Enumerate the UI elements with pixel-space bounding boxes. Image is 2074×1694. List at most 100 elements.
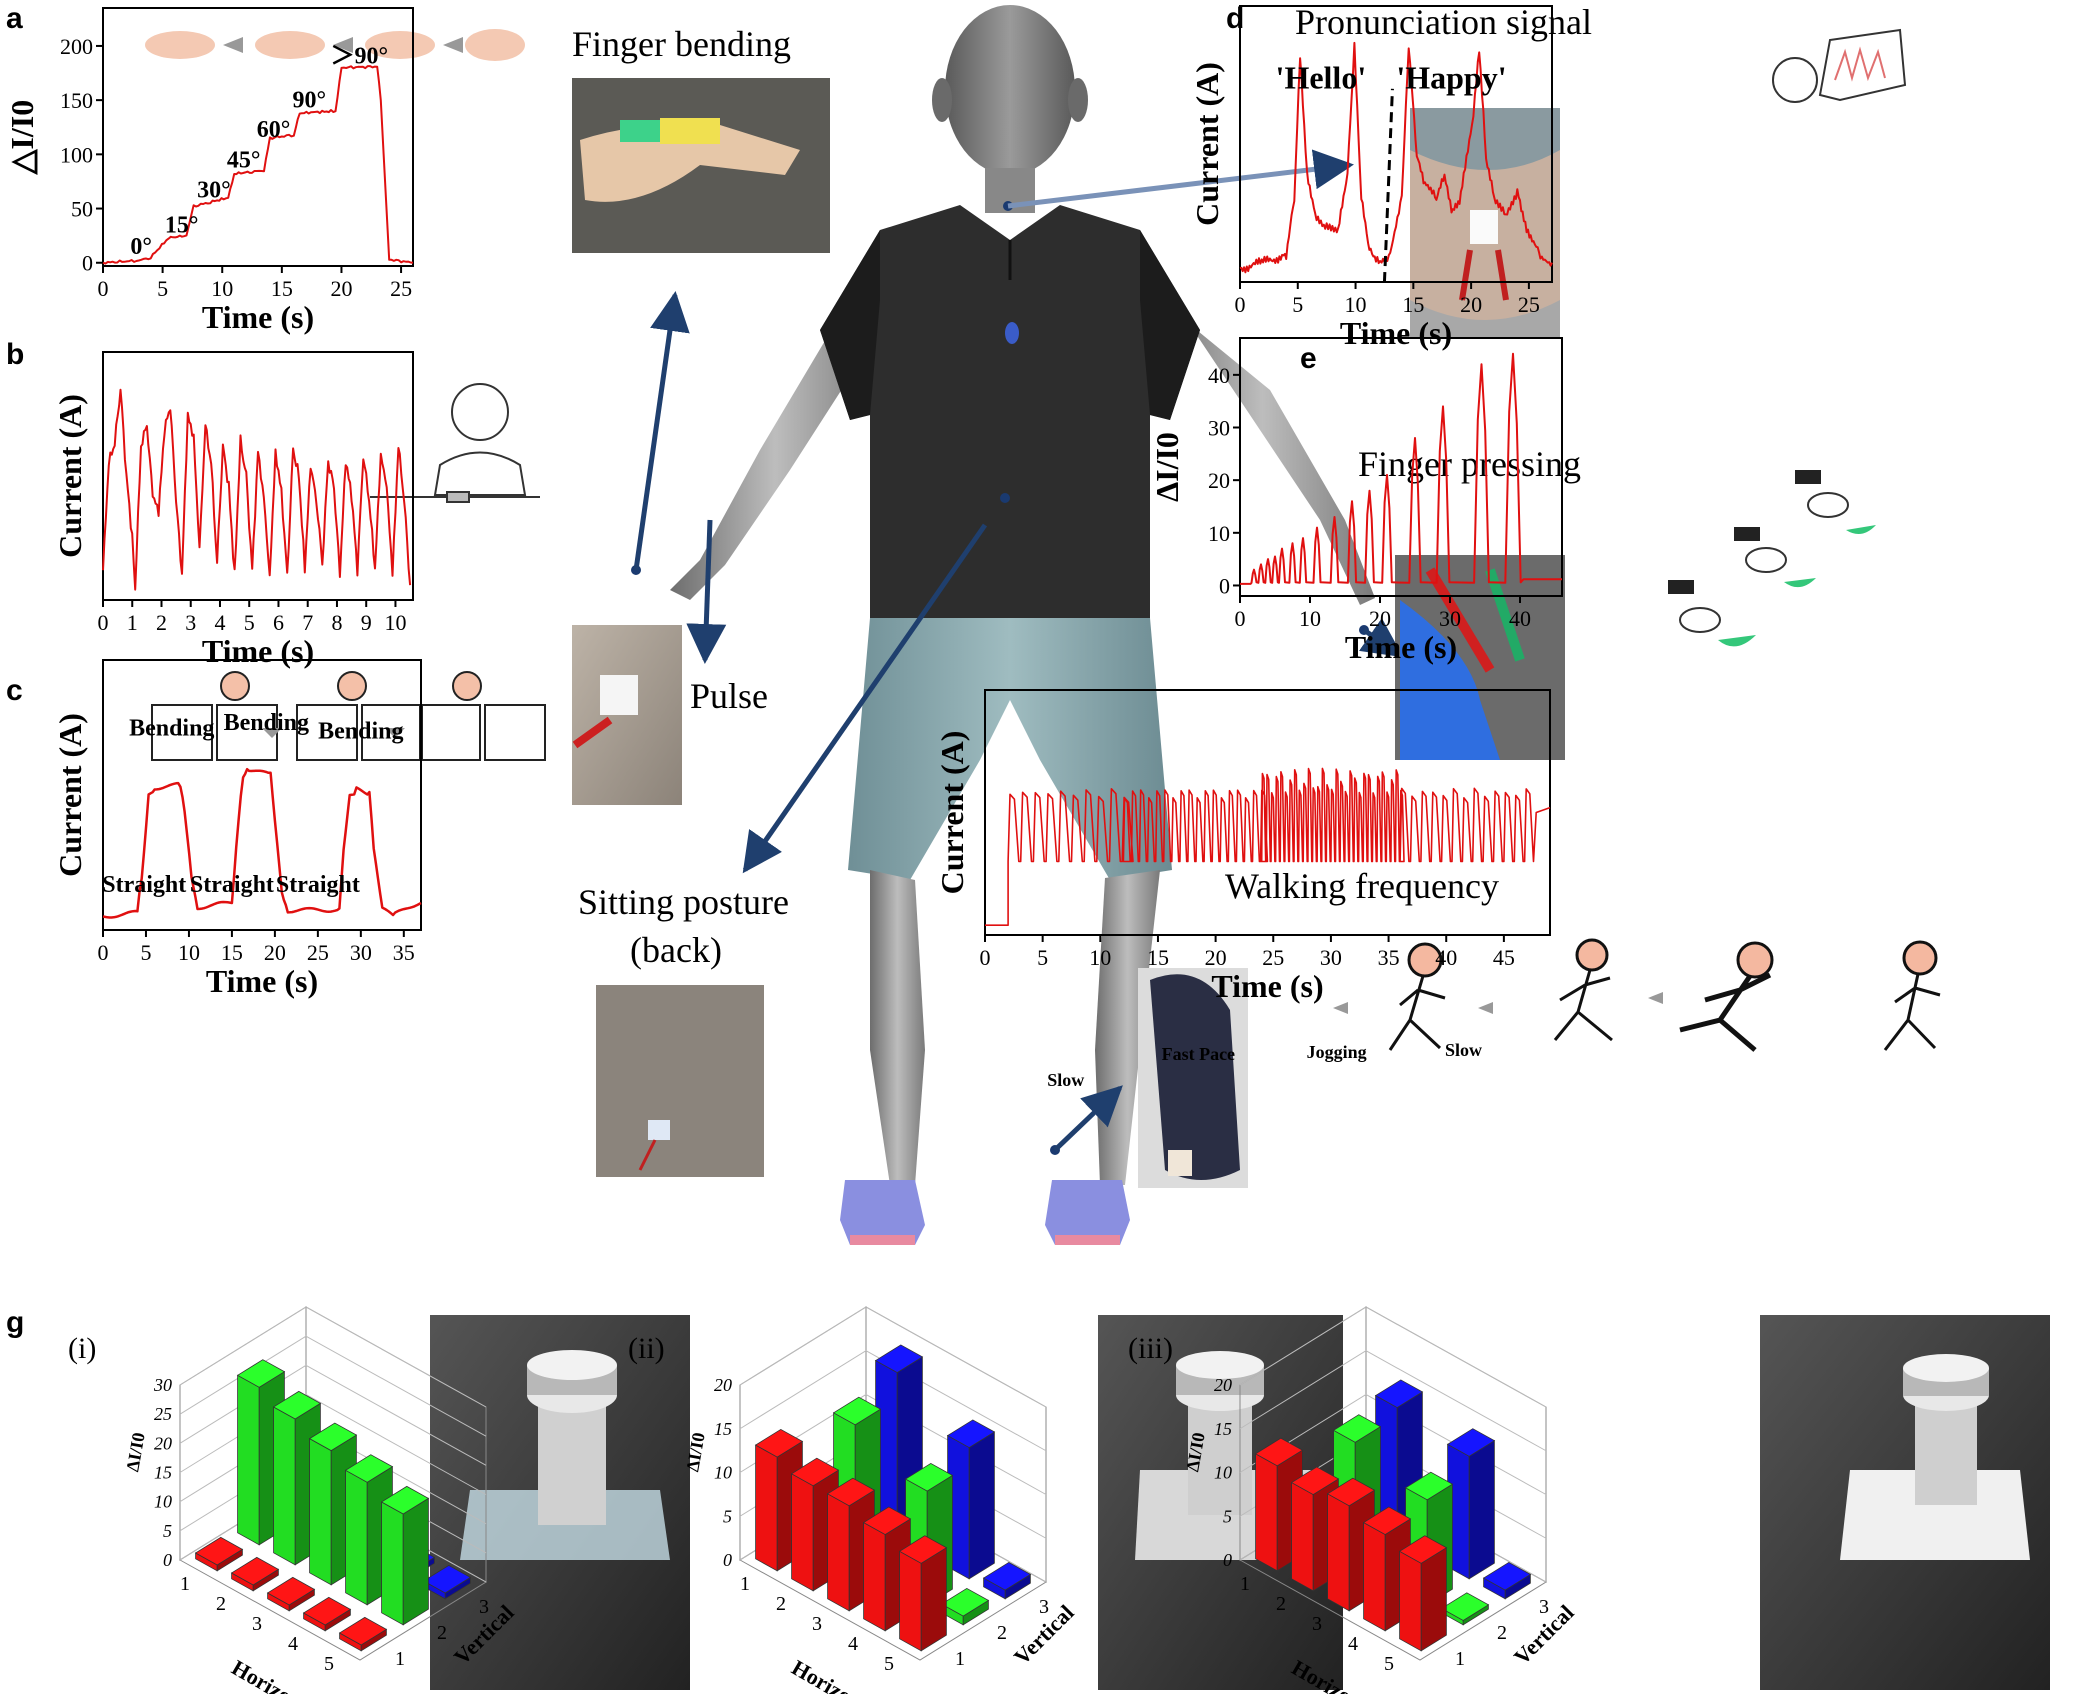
bar-front-red [791, 1473, 814, 1592]
z-axis-label: ΔI/I0 [122, 1431, 149, 1473]
panel-letter-e: e [1300, 342, 1317, 375]
y-axis-label: Current (A) [934, 731, 970, 895]
x-tick-label: 10 [384, 610, 406, 635]
z-tick-label: 0 [163, 1550, 172, 1570]
x-tick-label: 5 [244, 610, 255, 635]
x-tick-label: 6 [273, 610, 284, 635]
bar-side-red [1420, 1546, 1447, 1652]
caption-finger-bending: Finger bending [572, 24, 791, 64]
z-tick-label: 15 [1214, 1419, 1232, 1439]
subpanel-title: (ii) [628, 1332, 665, 1365]
x-tick-label: 0 [98, 610, 109, 635]
x-tick-label: 3 [185, 610, 196, 635]
plot-frame [1239, 337, 1563, 597]
horizontal-axis-label: Horizontal [788, 1655, 888, 1694]
y-axis-label: Current (A) [52, 713, 88, 877]
z-grid-line [739, 1350, 1047, 1452]
x-tick-label: 20 [1205, 945, 1227, 970]
z-grid-line [1239, 1306, 1547, 1408]
horizontal-tick-label: 5 [1384, 1653, 1394, 1675]
horizontal-tick-label: 1 [740, 1573, 750, 1595]
horizontal-tick-label: 5 [884, 1653, 894, 1675]
photos [430, 78, 2050, 1690]
horizontal-tick-label: 4 [1348, 1633, 1358, 1655]
horizontal-tick-label: 2 [216, 1593, 226, 1615]
horizontal-tick-label: 4 [848, 1633, 858, 1655]
x-tick-label: 8 [331, 610, 342, 635]
panel-letter-g: g [6, 1306, 24, 1339]
horizontal-tick-label: 3 [812, 1613, 822, 1635]
caption-sitting-1: Sitting posture [578, 882, 789, 922]
x-axis-label: Time (s) [1211, 968, 1323, 1004]
x-tick-label: 15 [1402, 292, 1424, 317]
bar-top-blue [1482, 1561, 1532, 1591]
bar-side-blue [968, 1431, 995, 1580]
subpanel-title: (iii) [1128, 1332, 1173, 1365]
angle-label: 0° [130, 234, 152, 260]
y-tick-label: 40 [1208, 363, 1230, 388]
bar-front-red [1363, 1521, 1386, 1632]
x-tick-label: 30 [1320, 945, 1342, 970]
bar-top-blue [1446, 1428, 1496, 1457]
bar-top-green [832, 1396, 882, 1426]
bar-top-green [272, 1390, 322, 1420]
y-tick-label: 30 [1208, 416, 1230, 441]
bar-front-green [309, 1437, 332, 1586]
angle-label: 90° [292, 88, 326, 114]
angle-label: 15° [165, 212, 199, 238]
z-tick-label: 5 [163, 1521, 172, 1541]
x-tick-label: 9 [361, 610, 372, 635]
z-tick-label: 30 [153, 1375, 172, 1395]
x-tick-label: 5 [1292, 292, 1303, 317]
z-tick-label: 25 [154, 1404, 172, 1424]
y-tick-label: 100 [60, 142, 93, 167]
bar-top-green [940, 1587, 990, 1617]
vertical-tick-label: 3 [1039, 1596, 1049, 1618]
bar-side-red [920, 1546, 947, 1652]
x-tick-label: 0 [98, 276, 109, 301]
x-tick-label: 4 [214, 610, 225, 635]
illustration-walkers [1333, 938, 1941, 1052]
bar-top-green [904, 1462, 954, 1492]
bar-top-blue [1374, 1379, 1424, 1409]
x-tick-label: 15 [271, 276, 293, 301]
photo-weight-iii [1760, 1315, 2050, 1690]
y-tick-label: 0 [1219, 573, 1230, 598]
x-tick-label: 40 [1435, 945, 1457, 970]
horizontal-tick-label: 2 [776, 1593, 786, 1615]
x-tick-label: 25 [390, 276, 412, 301]
word-label: 'Hello' [1276, 59, 1367, 95]
x-tick-label: 45 [1493, 945, 1515, 970]
angle-label: ＞90° [331, 43, 389, 69]
x-tick-label: 0 [1235, 606, 1246, 631]
pointer-arrows [633, 149, 1404, 1152]
horizontal-tick-label: 4 [288, 1633, 298, 1655]
horizontal-tick-label: 1 [1240, 1573, 1250, 1595]
angle-label: 60° [257, 117, 291, 143]
bar-front-green [381, 1501, 404, 1626]
word-label: 'Happy' [1396, 59, 1506, 95]
captions: Finger bending Pulse Sitting posture (ba… [572, 2, 1592, 970]
posture-label: Straight [102, 872, 186, 898]
bar-top-blue [874, 1344, 924, 1374]
x-tick-label: 15 [1147, 945, 1169, 970]
x-tick-label: 20 [330, 276, 352, 301]
photo-shoe-sole [1138, 968, 1248, 1188]
x-axis-label: Time (s) [1340, 315, 1452, 351]
bar-front-red [1255, 1453, 1278, 1572]
illustration-speaker [1772, 28, 1907, 103]
series-line [102, 65, 414, 265]
bar-top-red [1290, 1466, 1340, 1496]
bar-front-red [827, 1493, 850, 1612]
illustration-desk-postures [151, 671, 546, 761]
x-axis-label: Time (s) [202, 299, 314, 335]
bar-top-green [308, 1422, 358, 1452]
x-tick-label: 10 [211, 276, 233, 301]
x-tick-label: 0 [98, 940, 109, 965]
z-grid-line [179, 1393, 487, 1495]
